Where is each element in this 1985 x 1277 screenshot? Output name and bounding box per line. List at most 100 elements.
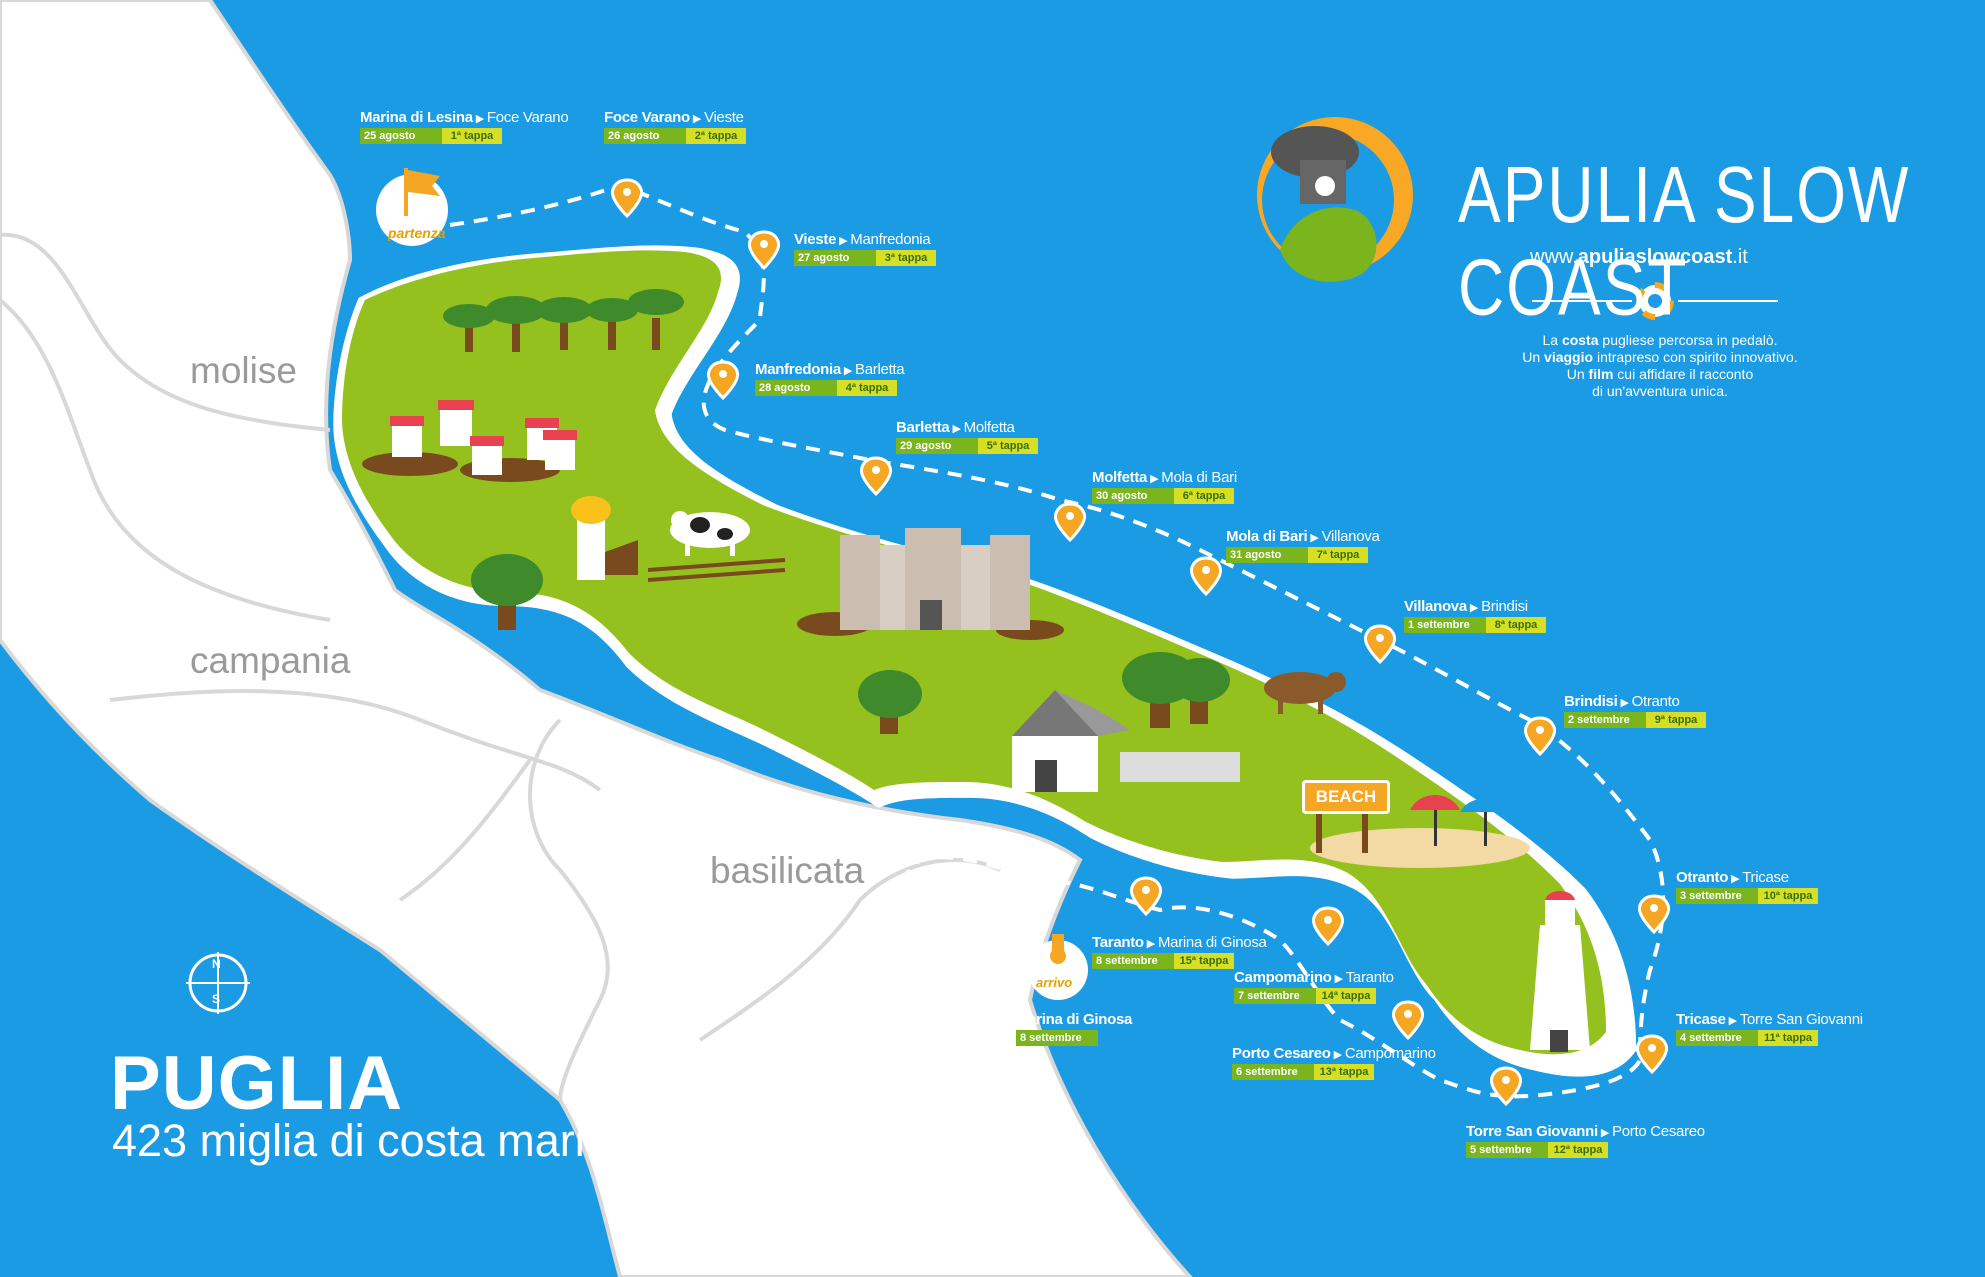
map-pin-icon (1190, 556, 1222, 597)
stage-number: 15ª tappa (1174, 953, 1234, 969)
stage-number: 11ª tappa (1758, 1030, 1818, 1046)
stage-number: 2ª tappa (686, 128, 746, 144)
stage-to: Campomarino (1344, 1045, 1436, 1062)
divider-left (1532, 300, 1632, 302)
finish-date: 8 settembre (1016, 1030, 1098, 1046)
start-flag-icon (376, 168, 448, 246)
map-subtitle: 423 miglia di costa marina (112, 1115, 635, 1166)
stage-to: Marina di Ginosa (1157, 934, 1267, 951)
stage-to: Barletta (855, 361, 905, 378)
stage-number: 7ª tappa (1308, 547, 1368, 563)
map-pin-icon (748, 230, 780, 271)
olive-trees (443, 289, 1230, 734)
stage-to: Tricase (1742, 869, 1789, 886)
region-label-molise: molise (190, 350, 297, 391)
map-pin-icon (1392, 1000, 1424, 1041)
stage-date: 6 settembre (1232, 1064, 1314, 1080)
stage-from: Molfetta (1092, 469, 1148, 486)
map-pin-icon (1490, 1066, 1522, 1107)
tree-icon (858, 670, 922, 734)
stage-to: Foce Varano (486, 109, 569, 126)
stage-date: 2 settembre (1564, 712, 1646, 728)
stage-from: Tricase (1676, 1011, 1726, 1028)
stage-date: 5 settembre (1466, 1142, 1548, 1158)
stage-to: Villanova (1321, 528, 1380, 545)
house-icon (438, 400, 474, 446)
compass-north: N (212, 957, 221, 971)
stage-to: Torre San Giovanni (1739, 1011, 1863, 1028)
stage-from: Porto Cesareo (1232, 1045, 1331, 1062)
map-pin-icon (860, 456, 892, 497)
finish-label-block: Marina di Ginosa 8 settembre (1016, 1012, 1132, 1046)
lifebuoy-icon (1636, 282, 1674, 320)
stage-from: Brindisi (1564, 693, 1618, 710)
map-pin-icon (1636, 1034, 1668, 1075)
stage-date: 7 settembre (1234, 988, 1316, 1004)
region-label-basilicata: basilicata (710, 850, 865, 891)
stage-number: 12ª tappa (1548, 1142, 1608, 1158)
village (362, 400, 577, 482)
stage-from: Campomarino (1234, 969, 1332, 986)
trullo-icon (1012, 690, 1240, 792)
beach-scene (1310, 795, 1530, 868)
stage-date: 26 agosto (604, 128, 686, 144)
finish-medal-icon (1028, 934, 1088, 1000)
stage-to: Porto Cesareo (1612, 1123, 1705, 1140)
region-borders (0, 232, 1001, 1101)
stage-number: 8ª tappa (1486, 617, 1546, 633)
bull-icon (1264, 672, 1346, 714)
stage-from: Villanova (1404, 598, 1467, 615)
stage-to: Manfredonia (850, 231, 931, 248)
finish-name: Marina di Ginosa (1016, 1011, 1133, 1028)
tree-icon (443, 304, 495, 352)
stage-from: Mola di Bari (1226, 528, 1308, 545)
stage-date: 29 agosto (896, 438, 978, 454)
stage-to: Otranto (1631, 693, 1680, 710)
compass-icon (186, 952, 250, 1014)
stage-number: 6ª tappa (1174, 488, 1234, 504)
stage-number: 10ª tappa (1758, 888, 1818, 904)
compass-south: S (212, 992, 221, 1006)
house-icon (543, 430, 577, 470)
stage-from: Torre San Giovanni (1466, 1123, 1598, 1140)
stage-date: 27 agosto (794, 250, 876, 266)
stage-label-12: Torre San Giovanni▶Porto Cesareo 5 sette… (1466, 1123, 1705, 1158)
stage-from: Otranto (1676, 869, 1729, 886)
map-pin-icon (1312, 906, 1344, 947)
stage-date: 31 agosto (1226, 547, 1308, 563)
divider-right (1678, 300, 1778, 302)
stage-number: 14ª tappa (1316, 988, 1376, 1004)
map-pin-icon (1638, 894, 1670, 935)
stage-date: 8 settembre (1092, 953, 1174, 969)
region-label-campania: campania (190, 640, 351, 681)
house-icon (390, 416, 424, 457)
stage-number: 9ª tappa (1646, 712, 1706, 728)
stage-to: Mola di Bari (1161, 469, 1237, 486)
map-pin-icon (1054, 502, 1086, 543)
farmhouse (571, 496, 786, 582)
stage-number: 13ª tappa (1314, 1064, 1374, 1080)
tree-icon (628, 289, 684, 350)
stage-date: 28 agosto (755, 380, 837, 396)
stage-date: 3 settembre (1676, 888, 1758, 904)
stage-number: 5ª tappa (978, 438, 1038, 454)
tree-icon (486, 296, 546, 352)
stage-to: Taranto (1345, 969, 1394, 986)
castle-icon (797, 528, 1064, 640)
brand-website[interactable]: www.apuliaslowcoast.it (1530, 246, 1748, 269)
brand-logo-icon (1257, 117, 1413, 282)
tree-icon (1170, 658, 1230, 724)
puglia-region (342, 250, 1606, 1055)
